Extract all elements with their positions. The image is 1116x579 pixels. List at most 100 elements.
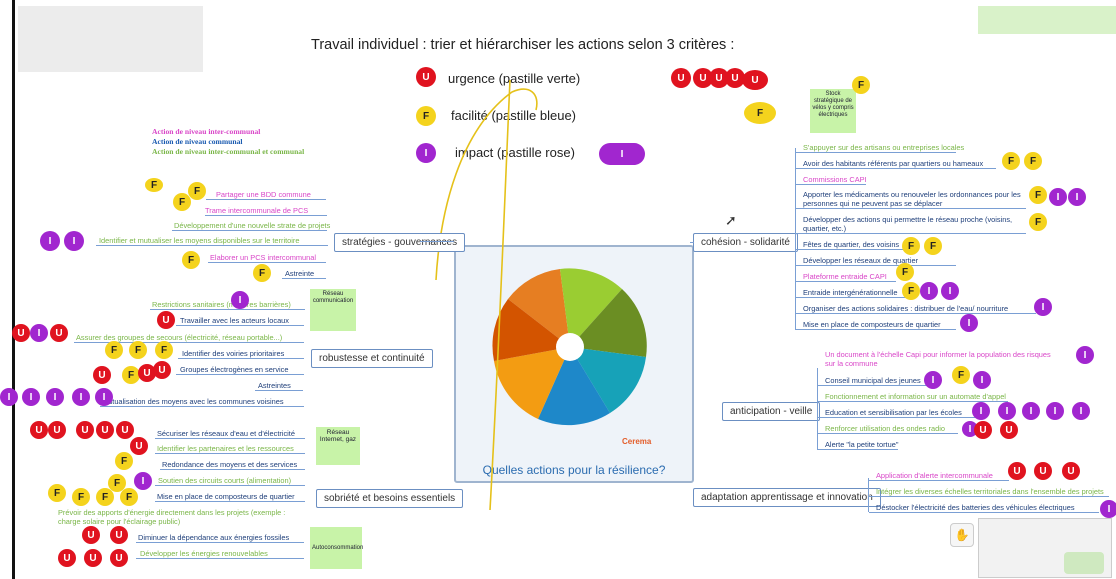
sticker: I: [1046, 402, 1064, 420]
sticker: U: [76, 421, 94, 439]
sticker: U: [157, 311, 175, 329]
sticker-u-3: U: [709, 68, 729, 88]
sticker: U: [82, 526, 100, 544]
item-commissions-capi: Commissions CAPI: [803, 175, 867, 184]
item-reseaux-quartier: Développer les réseaux de quartier: [803, 256, 919, 265]
item-pcs-interco: Elaborer un PCS intercommunal: [210, 253, 316, 262]
sticker: F: [108, 474, 126, 492]
item-groupes-electro: Groupes électrogènes en service: [180, 365, 289, 374]
sticker: I: [1076, 346, 1094, 364]
sticker: F: [253, 264, 271, 282]
resilience-flower-icon: [492, 268, 647, 426]
item-habitants-referents: Avoir des habitants référents par quarti…: [803, 159, 984, 168]
sticker: I: [972, 402, 990, 420]
sticker: I: [231, 291, 249, 309]
sticker: U: [974, 421, 992, 439]
sticker: F: [1029, 186, 1047, 204]
sticker: U: [1062, 462, 1080, 480]
branch-adaptation[interactable]: adaptation apprentissage et innovation: [693, 488, 881, 507]
sticker: U: [138, 364, 156, 382]
item-intergenerationnelle: Entraide intergénérationnelle: [803, 288, 898, 297]
item-nouvelle-strate: Développement d'une nouvelle strate de p…: [174, 221, 331, 230]
item-medicaments-1: Apporter les médicaments ou renouveler l…: [803, 190, 1021, 199]
sticker: F: [1024, 152, 1042, 170]
level-inter: Action de niveau inter-communal: [152, 127, 261, 136]
item-bdd: Partager une BDD commune: [216, 190, 311, 199]
sticker: U: [48, 421, 66, 439]
sticker: F: [173, 193, 191, 211]
item-plateforme-capi: Plateforme entraide CAPI: [803, 272, 887, 281]
impact-dot-icon: I: [416, 143, 436, 163]
sticker: F: [182, 251, 200, 269]
branch-anticipation[interactable]: anticipation - veille: [722, 402, 821, 421]
sticker: F: [115, 452, 133, 470]
item-trame-pcs: Trame intercommunale de PCS: [205, 206, 309, 215]
sticker: I: [1072, 402, 1090, 420]
center-diagram: Cerema Quelles actions pour la résilienc…: [454, 245, 694, 483]
sticker: U: [30, 421, 48, 439]
level-communal: Action de niveau communal: [152, 137, 243, 146]
item-automate: Fonctionnement et information sur un aut…: [825, 392, 1006, 401]
item-ondes-radio: Renforcer utilisation des ondes radio: [825, 424, 945, 433]
sticker: I: [134, 472, 152, 490]
sticker: I: [960, 314, 978, 332]
branch-robustesse[interactable]: robustesse et continuité: [311, 349, 433, 368]
urgence-dot-icon: U: [416, 67, 436, 87]
sticker: F: [96, 488, 114, 506]
sticker: F: [155, 341, 173, 359]
sticker-u-5: U: [742, 70, 768, 90]
item-partenaires: Identifier les partenaires et les ressou…: [157, 444, 294, 453]
sticky-stock-velos: Stock stratégique de vélos y compris éle…: [810, 89, 856, 133]
sticker: I: [1068, 188, 1086, 206]
item-fetes: Fêtes de quartier, des voisins: [803, 240, 900, 249]
note-autoconsommation: Autoconsommation: [310, 527, 363, 569]
sticker: U: [1008, 462, 1026, 480]
item-artisans: S'appuyer sur des artisans ou entreprise…: [803, 143, 965, 152]
hand-tool-icon[interactable]: ✋: [950, 523, 974, 547]
branch-cohesion[interactable]: cohésion - solidarité: [693, 233, 798, 252]
sticker: I: [1034, 298, 1052, 316]
item-reseau-proche-1: Développer des actions qui permettre le …: [803, 215, 1013, 224]
sticker: U: [58, 549, 76, 567]
cerema-logo: Cerema: [622, 437, 652, 446]
item-composteurs-quartier: Mise en place de composteurs de quartier: [803, 320, 941, 329]
sticker: F: [129, 341, 147, 359]
sticker: F: [188, 182, 206, 200]
item-voiries: Identifier des voiries prioritaires: [182, 349, 285, 358]
sticker: U: [116, 421, 134, 439]
facilite-dot-icon: F: [416, 106, 436, 126]
sticker: F: [924, 237, 942, 255]
note-reseau-internet: Réseau Internet, gaz: [316, 427, 360, 465]
video-tile-top-left: [18, 6, 203, 72]
sticker: F: [896, 263, 914, 281]
sticker-i-1: I: [599, 143, 645, 165]
item-energies-renouvelables: Développer les énergies renouvelables: [140, 549, 268, 558]
zoom-control[interactable]: [1064, 552, 1104, 574]
sticker: I: [1100, 500, 1116, 518]
sticker: U: [1034, 462, 1052, 480]
sticker: I: [998, 402, 1016, 420]
item-dependance: Diminuer la dépendance aux énergies foss…: [138, 533, 290, 542]
item-mutualiser: Identifier et mutualiser les moyens disp…: [99, 236, 300, 245]
sticker: F: [952, 366, 970, 384]
sticker: F: [145, 178, 163, 192]
sticker: F: [120, 488, 138, 506]
sticker: F: [902, 282, 920, 300]
sticker: I: [22, 388, 40, 406]
branch-sobriete[interactable]: sobriété et besoins essentiels: [316, 489, 464, 508]
page-title: Travail individuel : trier et hiérarchis…: [311, 37, 735, 53]
video-tile-top-right: [978, 6, 1116, 34]
branch-strategies[interactable]: stratégies - gouvernances: [334, 233, 466, 252]
sticker-f-stock: F: [852, 76, 870, 94]
item-securiser: Sécuriser les réseaux d'eau et d'électri…: [157, 429, 295, 438]
sticker: U: [110, 549, 128, 567]
pen-strokes: [435, 79, 538, 511]
sticker: I: [30, 324, 48, 342]
item-ecoles: Education et sensibilisation par les éco…: [825, 408, 962, 417]
level-legend: Action de niveau inter-communal Action d…: [152, 127, 304, 157]
sticker: F: [105, 341, 123, 359]
item-astreinte: Astreinte: [285, 269, 315, 278]
sticker: I: [1022, 402, 1040, 420]
sticker-u-1: U: [671, 68, 691, 88]
item-acteurs-locaux: Travailler avec les acteurs locaux: [180, 316, 289, 325]
